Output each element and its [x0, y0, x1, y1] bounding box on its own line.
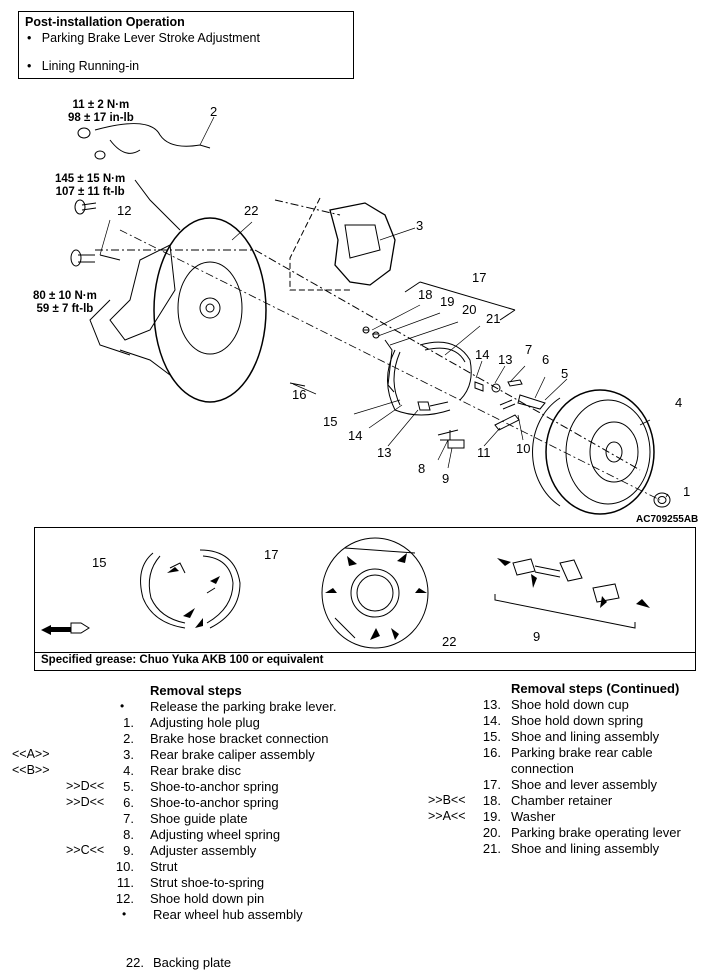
- callout-14: 14: [475, 347, 490, 362]
- list-item: Adjusting hole plug: [150, 715, 260, 730]
- callout-16: 16: [292, 387, 307, 402]
- list-item-num: 16.: [482, 745, 501, 760]
- list-item: Parking brake rear cable: [511, 745, 653, 760]
- detail-callout-17: 17: [264, 547, 279, 562]
- callout-19: 19: [440, 294, 455, 309]
- detail-callout-15: 15: [92, 555, 107, 570]
- callout-5: 5: [561, 366, 569, 381]
- detail-callout-9: 9: [533, 629, 541, 644]
- list-item: Chamber retainer: [511, 793, 613, 808]
- callout-10: 10: [516, 441, 531, 456]
- list-item-num: 1.: [123, 715, 134, 730]
- callout-2: 2: [210, 104, 218, 119]
- callout-14b: 14: [348, 428, 363, 443]
- list-item: Adjuster assembly: [150, 843, 257, 858]
- list-item: Rear brake caliper assembly: [150, 747, 315, 762]
- grease-spec-label: Specified grease: Chuo Yuka AKB 100 or e…: [41, 654, 324, 666]
- list-item: Shoe hold down spring: [511, 713, 644, 728]
- removal-steps-heading: Removal steps: [150, 683, 242, 698]
- callout-20: 20: [462, 302, 477, 317]
- list-item: Shoe and lining assembly: [511, 729, 660, 744]
- list-item-num: 8.: [123, 827, 134, 842]
- procedure-mark: >>D<<: [66, 779, 105, 793]
- callout-12: 12: [117, 203, 132, 218]
- list-item: Shoe-to-anchor spring: [150, 779, 279, 794]
- list-item-num: 19.: [482, 809, 501, 824]
- list-item: Washer: [511, 809, 556, 824]
- list-item-num: 17.: [482, 777, 501, 792]
- list-item-num: 13.: [482, 697, 501, 712]
- post-installation-item: • Parking Brake Lever Stroke Adjustment: [27, 31, 260, 45]
- callout-1: 1: [683, 484, 691, 499]
- post-installation-title: Post-installation Operation: [25, 15, 185, 29]
- callout-15: 15: [323, 414, 338, 429]
- procedure-mark: >>A<<: [428, 809, 466, 823]
- list-item-num: 9.: [123, 843, 134, 858]
- callout-3: 3: [416, 218, 424, 233]
- procedure-mark: >>D<<: [66, 795, 105, 809]
- list-item-num: 20.: [482, 825, 501, 840]
- figure-code: AC709255AB: [636, 514, 699, 525]
- removal-steps-continued-heading: Removal steps (Continued): [511, 681, 680, 696]
- callout-11: 11: [477, 445, 491, 460]
- grease-spec-bar: Specified grease: Chuo Yuka AKB 100 or e…: [35, 652, 695, 670]
- list-item: connection: [511, 761, 574, 776]
- callout-18: 18: [418, 287, 433, 302]
- list-item: Shoe hold down cup: [511, 697, 629, 712]
- list-item-num: 6.: [123, 795, 134, 810]
- post-installation-box: Post-installation Operation • Parking Br…: [18, 11, 354, 79]
- callout-8: 8: [418, 461, 426, 476]
- callout-21: 21: [486, 311, 501, 326]
- post-installation-item: • Lining Running-in: [27, 59, 140, 73]
- list-item-num: 4.: [123, 763, 134, 778]
- callout-17: 17: [472, 270, 487, 285]
- list-item-num: 15.: [482, 729, 501, 744]
- brake-exploded-diagram: [70, 116, 671, 515]
- list-item: Rear brake disc: [150, 763, 242, 778]
- list-item-num: 11.: [116, 875, 134, 890]
- list-item-num: 3.: [123, 747, 134, 762]
- list-item: Rear wheel hub assembly: [153, 907, 303, 922]
- list-item: Brake hose bracket connection: [150, 731, 329, 746]
- list-item: Shoe-to-anchor spring: [150, 795, 279, 810]
- callout-13b: 13: [377, 445, 392, 460]
- procedure-mark: <<A>>: [12, 747, 50, 761]
- callout-4: 4: [675, 395, 683, 410]
- procedure-mark: >>C<<: [66, 843, 105, 857]
- list-item-num: 18.: [482, 793, 501, 808]
- list-item: •: [122, 907, 127, 921]
- list-item-num: 10.: [115, 859, 134, 874]
- list-item: Backing plate: [153, 955, 232, 970]
- list-item: Shoe and lever assembly: [511, 777, 657, 792]
- callout-22: 22: [244, 203, 259, 218]
- list-item: Release the parking brake lever.: [150, 699, 337, 714]
- procedure-mark: <<B>>: [12, 763, 50, 777]
- list-item: •: [120, 699, 125, 713]
- list-item: Strut: [150, 859, 178, 874]
- callout-7: 7: [525, 342, 533, 357]
- detail-callout-22: 22: [442, 634, 457, 649]
- callout-13: 13: [498, 352, 513, 367]
- list-item: Strut shoe-to-spring: [150, 875, 265, 890]
- list-item-num: 21.: [482, 841, 501, 856]
- list-item-num: 14.: [482, 713, 501, 728]
- list-item-num: 12.: [115, 891, 134, 906]
- callout-9: 9: [442, 471, 450, 486]
- list-item: Shoe guide plate: [150, 811, 248, 826]
- grease-detail-drawings: [41, 537, 650, 649]
- callout-6: 6: [542, 352, 550, 367]
- grease-detail-box: 15 17 22 9 Specified grease: Chuo Yuka A…: [34, 527, 696, 671]
- list-item-num: 5.: [123, 779, 134, 794]
- list-item: Shoe hold down pin: [150, 891, 265, 906]
- list-item-num: 22.: [125, 955, 144, 970]
- list-item-num: 7.: [123, 811, 134, 826]
- list-item-num: 2.: [123, 731, 134, 746]
- list-item: Parking brake operating lever: [511, 825, 681, 840]
- list-item: Adjusting wheel spring: [150, 827, 281, 842]
- procedure-mark: >>B<<: [428, 793, 466, 807]
- list-item: Shoe and lining assembly: [511, 841, 660, 856]
